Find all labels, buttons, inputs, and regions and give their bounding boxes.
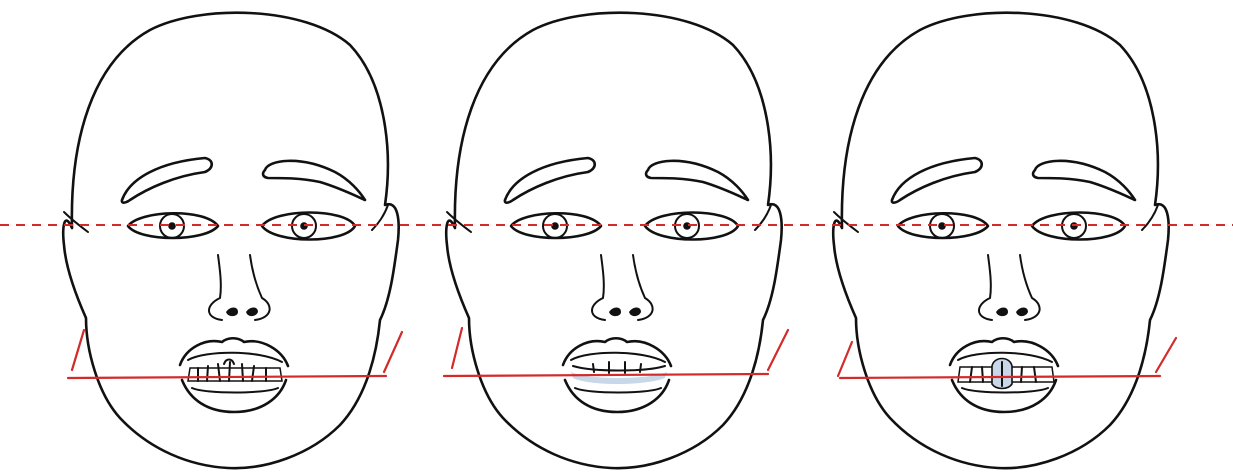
- mouth-teeth-flat: [571, 362, 667, 384]
- mouth-teeth-spaced: [958, 359, 1054, 389]
- face-middle: [446, 13, 781, 468]
- face-right: [833, 13, 1168, 468]
- face-left: [63, 13, 398, 468]
